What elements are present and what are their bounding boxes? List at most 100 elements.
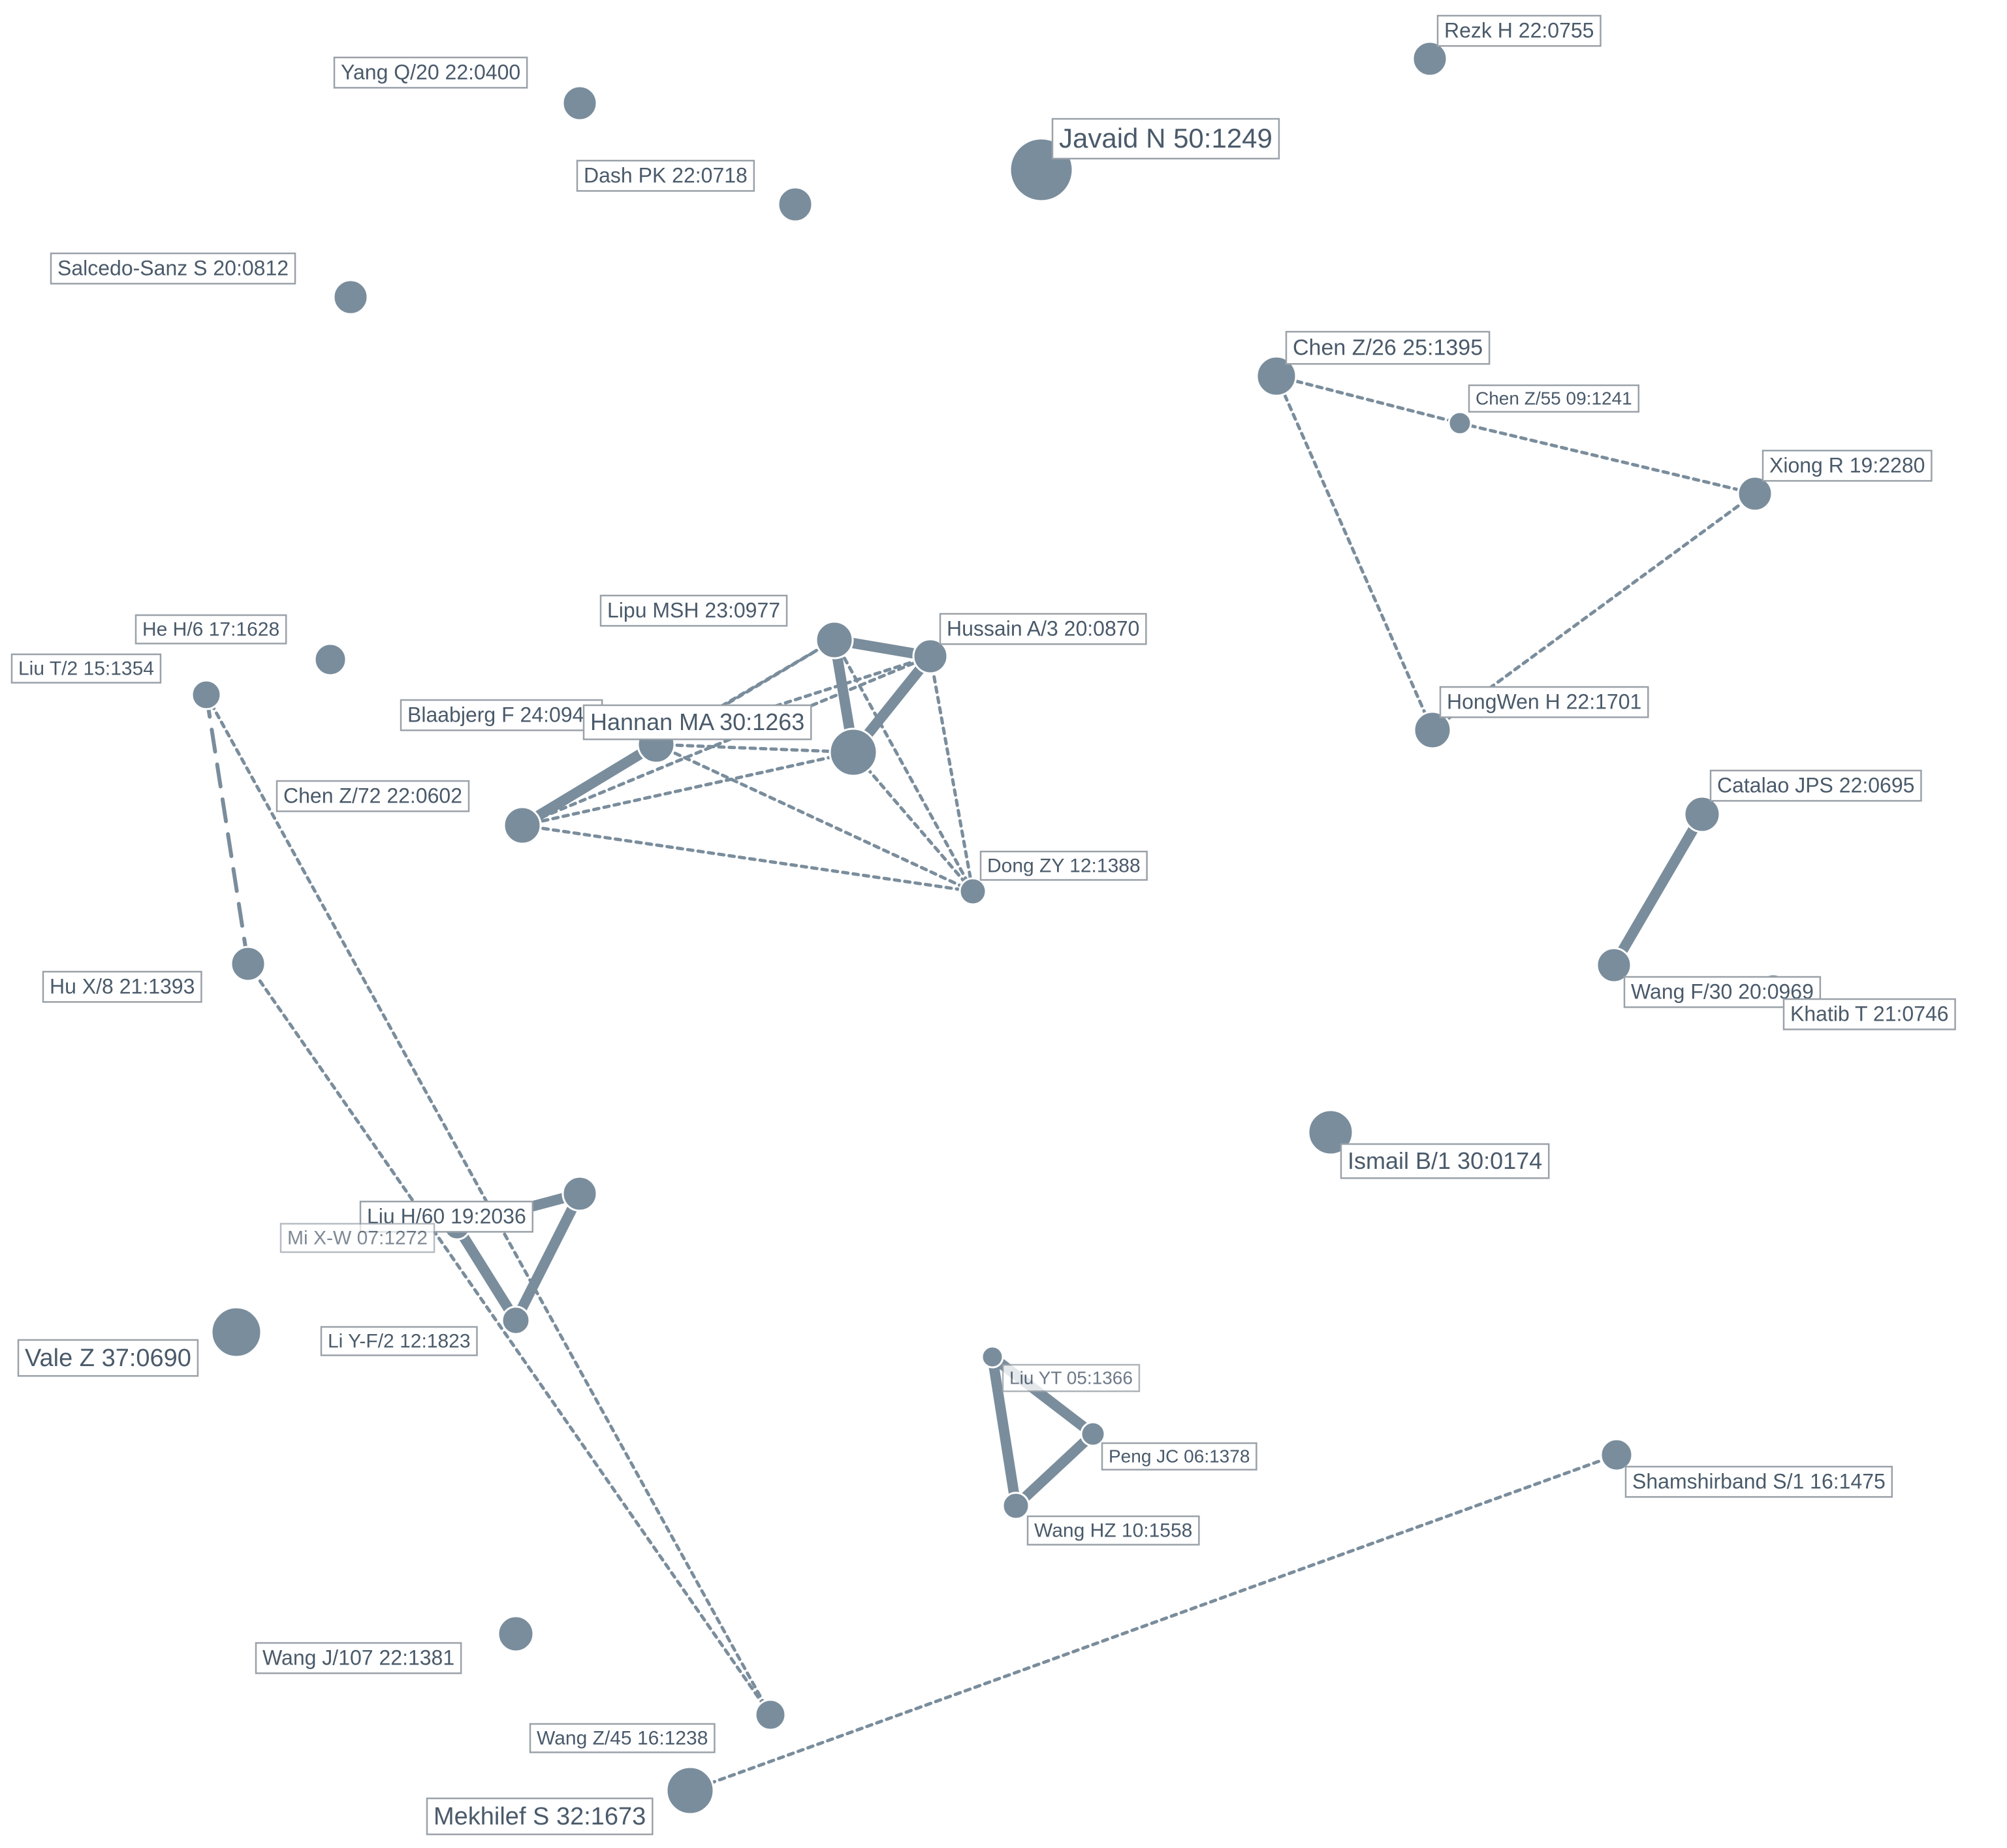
node-label-box bbox=[50, 252, 296, 285]
node-heh6[interactable] bbox=[313, 643, 347, 677]
node-label-text: Peng JC 06:1378 bbox=[1109, 1446, 1250, 1466]
node-mekhilef[interactable] bbox=[665, 1766, 715, 1815]
edge-catalao-wangf30 bbox=[1609, 809, 1707, 970]
node-rezk[interactable] bbox=[1412, 40, 1448, 77]
node-label-dash: Dash PK 22:0718 bbox=[576, 159, 755, 192]
edge-chenz72-dongzy bbox=[520, 823, 975, 893]
node-label-text: Dong ZY 12:1388 bbox=[987, 855, 1141, 877]
edge-chenz55-xiong bbox=[1458, 421, 1757, 496]
node-label-text: Hussain A/3 20:0870 bbox=[947, 617, 1139, 641]
edge-liut2-hux8 bbox=[204, 693, 250, 966]
edge-blaabjerg-dongzy bbox=[654, 742, 975, 893]
node-label-yang: Yang Q/20 22:0400 bbox=[333, 56, 528, 89]
node-hongwen[interactable] bbox=[1413, 710, 1452, 750]
node-wangz45[interactable] bbox=[754, 1698, 787, 1731]
node-label-rezk: Rezk H 22:0755 bbox=[1436, 14, 1602, 47]
node-label-text: Dash PK 22:0718 bbox=[584, 164, 748, 187]
node-pengjc[interactable] bbox=[1080, 1421, 1106, 1447]
node-label-box bbox=[320, 1326, 478, 1356]
edge-hussain-dongzy bbox=[928, 654, 975, 893]
node-label-text: Hannan MA 30:1263 bbox=[590, 709, 804, 735]
node-label-text: Chen Z/55 09:1241 bbox=[1476, 388, 1632, 408]
node-label-text: Blaabjerg F 24:0948 bbox=[407, 703, 595, 727]
node-label-chenz72: Chen Z/72 22:0602 bbox=[276, 780, 470, 812]
node-label-mixw: Mi X-W 07:1272 bbox=[279, 1222, 435, 1253]
node-label-box bbox=[599, 594, 788, 627]
node-dash[interactable] bbox=[777, 186, 814, 223]
node-label-box bbox=[255, 1642, 462, 1674]
node-wanghz[interactable] bbox=[1002, 1491, 1030, 1520]
node-label-wangj107: Wang J/107 22:1381 bbox=[255, 1642, 462, 1674]
node-liuyt[interactable] bbox=[981, 1345, 1004, 1369]
node-valez[interactable] bbox=[210, 1306, 262, 1358]
edge-hannan-dongzy bbox=[851, 750, 975, 893]
node-label-text: Shamshirband S/1 16:1475 bbox=[1632, 1470, 1886, 1493]
node-label-text: Li Y-F/2 12:1823 bbox=[328, 1331, 471, 1352]
node-wangf30[interactable] bbox=[1596, 947, 1632, 983]
node-label-text: Wang Z/45 16:1238 bbox=[537, 1728, 708, 1749]
node-chenz72[interactable] bbox=[503, 806, 542, 845]
node-hussain[interactable] bbox=[912, 638, 949, 675]
node-label-box bbox=[979, 850, 1148, 881]
edge-mekhilef-shamshirband bbox=[688, 1453, 1619, 1792]
node-label-box bbox=[1468, 384, 1639, 413]
edge-chenz72-hannan bbox=[520, 750, 855, 827]
node-label-text: Hu X/8 21:1393 bbox=[50, 975, 195, 998]
node-label-text: Wang J/107 22:1381 bbox=[262, 1646, 454, 1670]
node-label-text: Ismail B/1 30:0174 bbox=[1348, 1147, 1542, 1174]
node-label-box bbox=[529, 1723, 716, 1753]
node-catalao[interactable] bbox=[1683, 795, 1721, 833]
node-wangj107[interactable] bbox=[497, 1615, 535, 1653]
node-liut2[interactable] bbox=[191, 679, 222, 710]
node-label-catalao: Catalao JPS 22:0695 bbox=[1709, 769, 1922, 802]
node-label-box bbox=[1436, 14, 1602, 47]
node-label-text: He H/6 17:1628 bbox=[142, 619, 279, 641]
node-label-text: Chen Z/26 25:1395 bbox=[1293, 336, 1483, 360]
node-label-text: Catalao JPS 22:0695 bbox=[1717, 774, 1914, 797]
node-label-box bbox=[1285, 330, 1491, 365]
node-yang[interactable] bbox=[561, 85, 598, 121]
node-salcedo[interactable] bbox=[332, 279, 369, 315]
node-label-box bbox=[42, 970, 202, 1003]
node-label-text: Vale Z 37:0690 bbox=[25, 1345, 191, 1372]
node-label-liut2: Liu T/2 15:1354 bbox=[10, 653, 162, 684]
node-label-box bbox=[17, 1339, 199, 1377]
node-label-text: Chen Z/72 22:0602 bbox=[283, 784, 462, 808]
edge-chenz26-chenz55 bbox=[1274, 374, 1462, 425]
node-label-pengjc: Peng JC 06:1378 bbox=[1101, 1442, 1257, 1471]
node-label-box bbox=[1439, 686, 1649, 718]
node-label-box bbox=[1709, 769, 1922, 802]
edge-lipu-dongzy bbox=[832, 638, 975, 893]
node-label-liyf2: Li Y-F/2 12:1823 bbox=[320, 1326, 478, 1356]
node-label-text: Rezk H 22:0755 bbox=[1444, 19, 1594, 42]
node-shamshirband[interactable] bbox=[1600, 1438, 1634, 1472]
node-liuh60[interactable] bbox=[561, 1175, 598, 1212]
node-label-box bbox=[1624, 1465, 1893, 1498]
node-label-blaabjerg: Blaabjerg F 24:0948 bbox=[400, 699, 603, 731]
node-label-dongzy: Dong ZY 12:1388 bbox=[979, 850, 1148, 881]
node-label-ismail: Ismail B/1 30:0174 bbox=[1340, 1143, 1550, 1179]
node-label-box bbox=[1762, 449, 1933, 482]
node-lipu[interactable] bbox=[815, 620, 854, 660]
edge-liuh60-liyf2 bbox=[511, 1188, 585, 1326]
node-label-box bbox=[1782, 998, 1956, 1030]
node-label-box bbox=[426, 1797, 654, 1836]
node-dongzy[interactable] bbox=[958, 877, 987, 906]
node-label-box bbox=[1051, 118, 1280, 160]
node-liyf2[interactable] bbox=[501, 1305, 531, 1335]
node-label-hussain: Hussain A/3 20:0870 bbox=[939, 613, 1147, 645]
node-chenz26[interactable] bbox=[1256, 355, 1297, 397]
node-hux8[interactable] bbox=[230, 946, 266, 982]
node-label-text: Yang Q/20 22:0400 bbox=[341, 61, 520, 84]
node-chenz55[interactable] bbox=[1447, 411, 1472, 436]
node-label-text: Mi X-W 07:1272 bbox=[287, 1228, 428, 1249]
node-label-text: HongWen H 22:1701 bbox=[1447, 690, 1641, 714]
node-label-box bbox=[1101, 1442, 1257, 1471]
node-xiong[interactable] bbox=[1737, 475, 1773, 512]
node-label-box bbox=[1340, 1143, 1550, 1179]
edge-mixw-liyf2 bbox=[452, 1221, 521, 1326]
node-label-text: Khatib T 21:0746 bbox=[1790, 1002, 1949, 1026]
edge-hux8-wangz45 bbox=[246, 962, 772, 1717]
node-hannan[interactable] bbox=[829, 727, 878, 777]
